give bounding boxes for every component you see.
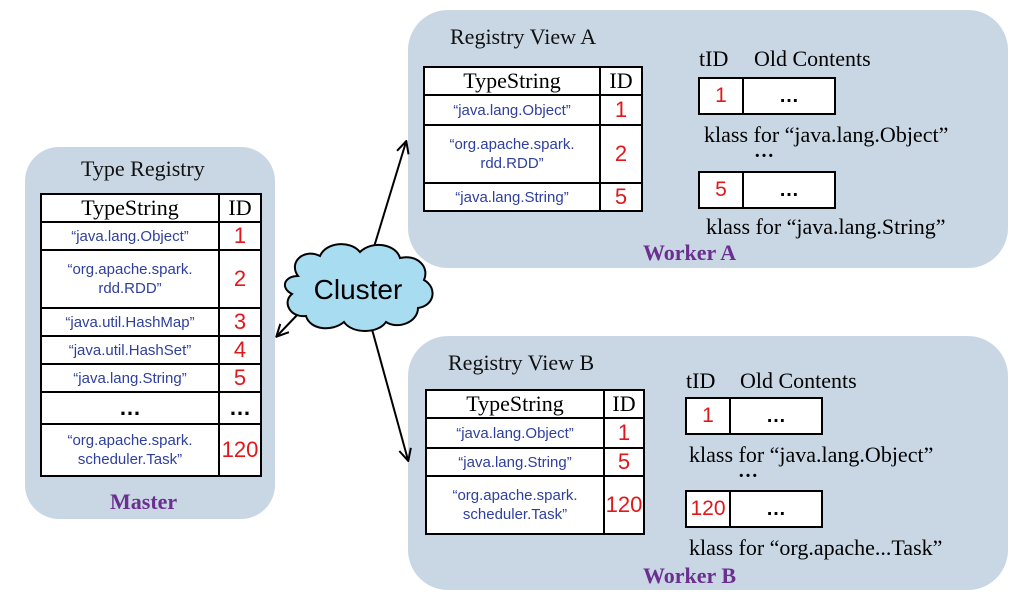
type-id: … — [218, 391, 262, 425]
ellipsis: … — [738, 460, 758, 482]
type-string: “java.lang.String” — [423, 182, 601, 212]
worker-a-title: Registry View A — [450, 24, 597, 49]
cluster-label: Cluster — [314, 274, 403, 305]
tid-header: tID — [686, 368, 716, 393]
klass-label: klass for “java.lang.Object” — [704, 122, 949, 147]
entry-contents: … — [766, 497, 786, 520]
worker-b-title: Registry View B — [448, 350, 595, 375]
old-contents-entry: 120 … — [685, 490, 823, 528]
table-header-row: TypeString ID — [40, 193, 262, 223]
table-row: “org.apache.spark. rdd.RDD” 2 — [423, 124, 643, 184]
table-header-row: TypeString ID — [425, 389, 645, 419]
type-id: 4 — [218, 335, 262, 365]
type-id: 5 — [599, 182, 643, 212]
old-contents-entry: 1 … — [685, 397, 823, 435]
type-id: 1 — [599, 94, 643, 126]
entry-tid: 5 — [700, 173, 744, 207]
worker-a-label: Worker A — [643, 240, 737, 265]
table-row: “java.util.HashSet” 4 — [40, 335, 262, 365]
old-contents-entry: 1 … — [698, 77, 836, 115]
type-string: “java.util.HashMap” — [40, 307, 220, 337]
type-string: “org.apache.spark. rdd.RDD” — [40, 249, 220, 309]
entry-tid: 1 — [687, 399, 731, 433]
table-row: “java.lang.Object” 1 — [423, 94, 643, 126]
type-id: 2 — [599, 124, 643, 184]
type-id: 120 — [218, 423, 262, 477]
table-row: “org.apache.spark. scheduler.Task” 120 — [40, 423, 262, 477]
id-header: ID — [218, 193, 262, 223]
table-row: “java.lang.Object” 1 — [40, 221, 262, 251]
master-title: Type Registry — [81, 156, 205, 181]
arrow-to-master — [277, 311, 301, 336]
type-string: “java.util.HashSet” — [40, 335, 220, 365]
tid-header: tID — [699, 46, 729, 71]
type-id: 1 — [603, 417, 645, 449]
klass-label: klass for “java.lang.String” — [706, 214, 946, 239]
table-row: “org.apache.spark. scheduler.Task” 120 — [425, 475, 645, 535]
worker-b-label: Worker B — [643, 563, 737, 588]
table-header-row: TypeString ID — [423, 66, 643, 96]
type-id: 1 — [218, 221, 262, 251]
type-id: 5 — [218, 363, 262, 393]
entry-contents: … — [779, 178, 799, 201]
type-string: “java.lang.Object” — [423, 94, 601, 126]
entry-contents: … — [779, 84, 799, 107]
typestring-header: TypeString — [423, 66, 601, 96]
id-header: ID — [603, 389, 645, 419]
cluster-cloud — [283, 243, 434, 332]
type-string: “java.lang.String” — [425, 447, 605, 477]
entry-contents: … — [766, 404, 786, 427]
klass-label: klass for “org.apache...Task” — [689, 535, 943, 560]
type-string: “java.lang.String” — [40, 363, 220, 393]
master-registry-table: TypeString ID “java.lang.Object” 1 “org.… — [40, 193, 262, 477]
type-id: 5 — [603, 447, 645, 477]
type-id: 2 — [218, 249, 262, 309]
type-string: “org.apache.spark. rdd.RDD” — [423, 124, 601, 184]
arrow-to-worker-b — [369, 321, 408, 460]
table-row: “org.apache.spark. rdd.RDD” 2 — [40, 249, 262, 309]
table-row: “java.lang.String” 5 — [423, 182, 643, 212]
entry-tid: 1 — [700, 79, 744, 113]
entry-tid: 120 — [687, 492, 731, 526]
klass-label: klass for “java.lang.Object” — [689, 442, 934, 467]
table-row: “java.lang.String” 5 — [425, 447, 645, 477]
table-row: “java.lang.String” 5 — [40, 363, 262, 393]
arrow-to-worker-a — [369, 142, 406, 261]
worker-a-registry-table: TypeString ID “java.lang.Object” 1 “org.… — [423, 66, 643, 212]
type-string: “org.apache.spark. scheduler.Task” — [40, 423, 220, 477]
typestring-header: TypeString — [40, 193, 220, 223]
master-label: Master — [110, 489, 178, 514]
type-string: “java.lang.Object” — [425, 417, 605, 449]
old-contents-header: Old Contents — [754, 46, 871, 71]
table-row: … … — [40, 391, 262, 425]
typestring-header: TypeString — [425, 389, 605, 419]
type-string: “org.apache.spark. scheduler.Task” — [425, 475, 605, 535]
id-header: ID — [599, 66, 643, 96]
table-row: “java.util.HashMap” 3 — [40, 307, 262, 337]
ellipsis: … — [754, 140, 774, 162]
type-string: “java.lang.Object” — [40, 221, 220, 251]
type-id: 120 — [603, 475, 645, 535]
old-contents-entry: 5 … — [698, 171, 836, 209]
old-contents-header: Old Contents — [740, 368, 857, 393]
worker-b-registry-table: TypeString ID “java.lang.Object” 1 “java… — [425, 389, 645, 535]
type-string: … — [40, 391, 220, 425]
type-id: 3 — [218, 307, 262, 337]
table-row: “java.lang.Object” 1 — [425, 417, 645, 449]
